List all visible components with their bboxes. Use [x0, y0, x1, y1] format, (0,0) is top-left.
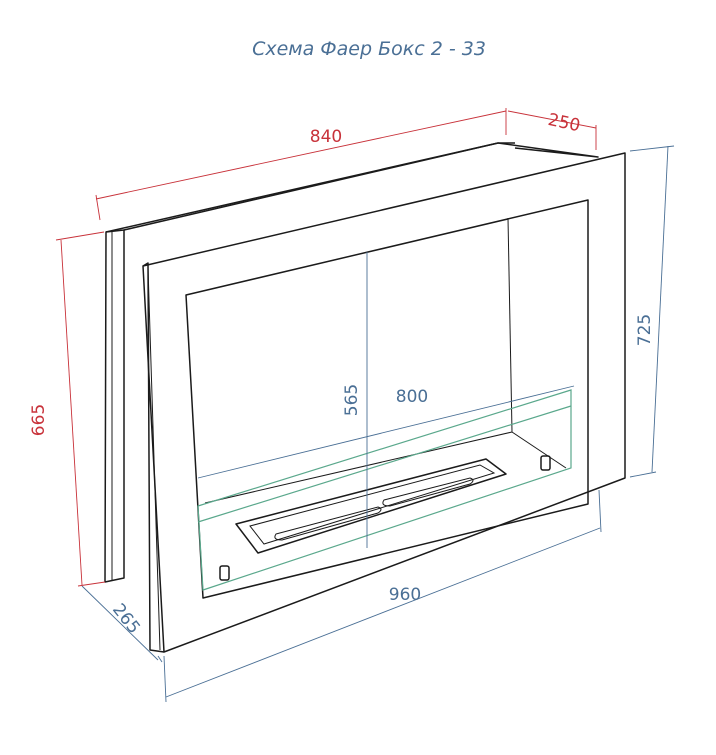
dim-label-800: 800	[396, 387, 428, 407]
dim-line-725	[651, 145, 669, 473]
diagram-title: Схема Фаер Бокс 2 - 33	[252, 38, 486, 60]
front-dimensions: 725 265 960 565 800	[81, 145, 675, 703]
fireplace-body	[104, 142, 626, 653]
front-frame-thickness	[142, 262, 165, 653]
glass-holder-left	[219, 565, 230, 581]
dim-ext-665-top	[55, 231, 105, 241]
dim-ext-725-bottom	[629, 471, 657, 478]
firebox-back-corner	[507, 217, 513, 433]
dim-ext-265	[157, 655, 163, 663]
dim-line-800	[197, 385, 575, 479]
dim-ext-665-bottom	[77, 581, 106, 587]
dim-ext-840-left	[95, 194, 101, 221]
firebox-floor-right	[511, 431, 567, 469]
firebox-floor-back	[204, 431, 513, 504]
burner-slot-right	[382, 477, 474, 507]
dim-label-840: 840	[310, 127, 342, 147]
front-frame-opening	[185, 199, 589, 599]
dim-label-665: 665	[29, 404, 49, 436]
dim-line-265	[81, 585, 159, 661]
glass-panel-edge	[197, 405, 572, 523]
dim-label-565: 565	[342, 384, 362, 416]
rear-box-left-side	[104, 229, 125, 583]
dim-label-250: 250	[546, 110, 582, 136]
glass-holder-right	[540, 455, 551, 471]
dim-ext-725-top	[629, 145, 675, 152]
dim-line-960	[165, 527, 601, 698]
rear-box-top-edge	[105, 142, 515, 233]
front-frame-outer	[142, 152, 626, 653]
dim-label-265: 265	[108, 600, 144, 638]
rear-box-top-inner-edge	[123, 142, 499, 231]
burner-slot-left	[274, 506, 382, 541]
dim-line-665	[60, 239, 83, 586]
dim-label-725: 725	[635, 314, 655, 346]
dim-line-250	[507, 110, 597, 129]
burner-tray-inner	[249, 464, 496, 545]
burner-tray	[235, 458, 507, 554]
dim-ext-960-left	[163, 655, 167, 703]
rear-box-top-depth	[497, 142, 599, 158]
dim-label-960: 960	[389, 585, 421, 605]
dim-ext-960-right	[598, 489, 602, 533]
front-frame-inner-edge	[147, 267, 161, 651]
dim-line-840	[95, 110, 507, 200]
glass-panel	[197, 389, 572, 591]
